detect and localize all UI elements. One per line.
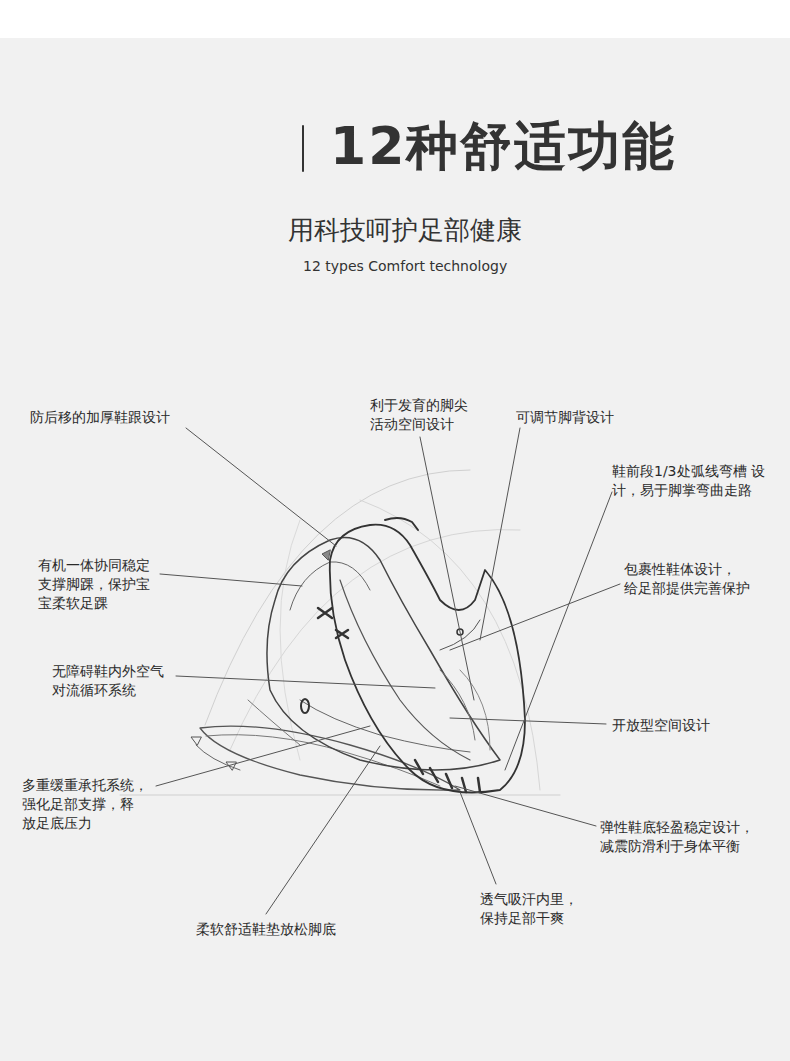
callout-label: 可调节脚背设计 xyxy=(516,408,614,427)
subtitle: 用科技呵护足部健康 xyxy=(288,214,522,246)
callout-label: 有机一体协同稳定 支撑脚踝，保护宝 宝柔软足踝 xyxy=(38,556,154,613)
callout-label: 多重缓重承托系统， 强化足部支撑，释 放足底压力 xyxy=(22,776,152,833)
title: 12种舒适功能 xyxy=(330,112,676,180)
callout-label: 无障碍鞋内外空气 对流循环系统 xyxy=(52,662,168,700)
callout-label: 鞋前段1/3处弧线弯槽 设计，易于脚掌弯曲走路 xyxy=(612,462,770,500)
callout-label: 防后移的加厚鞋跟设计 xyxy=(30,408,170,427)
callout-label: 利于发育的脚尖 活动空间设计 xyxy=(370,396,472,434)
top-band xyxy=(0,0,790,38)
subtitle-english: 12 types Comfort technology xyxy=(303,256,507,276)
callout-label: 柔软舒适鞋垫放松脚底 xyxy=(196,920,336,939)
callout-label: 弹性鞋底轻盈稳定设计， 减震防滑利于身体平衡 xyxy=(600,818,758,856)
callout-label: 透气吸汗内里， 保持足部干爽 xyxy=(480,890,582,928)
callout-label: 开放型空间设计 xyxy=(612,716,710,735)
callout-label: 包裹性鞋体设计， 给足部提供完善保护 xyxy=(624,560,754,598)
